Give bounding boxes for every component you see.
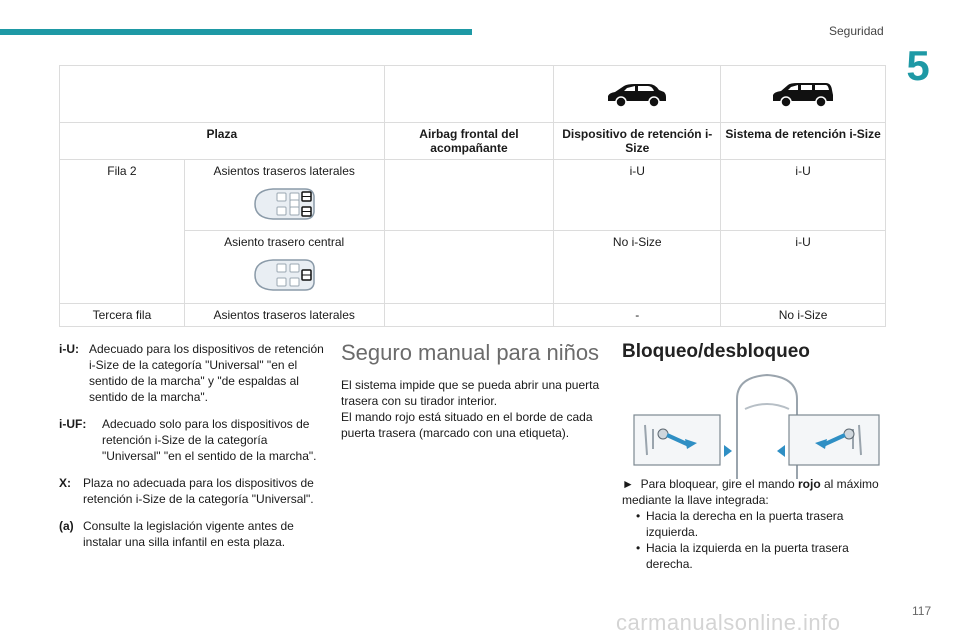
- bullet-arrow-icon: ►: [622, 477, 634, 491]
- definition-a: (a) Consulte la legislación vigente ante…: [59, 518, 329, 550]
- legend-definitions: i-U: Adecuado para los dispositivos de r…: [59, 341, 329, 561]
- lead-bold-word: rojo: [798, 477, 821, 491]
- child-lock-title: Seguro manual para niños: [341, 340, 600, 365]
- sist-cell-central: i-U: [720, 230, 886, 304]
- definition-x: X: Plaza no adecuada para los dispositiv…: [59, 475, 329, 507]
- header-sistema: Sistema de retención i-Size: [720, 122, 886, 160]
- definition-key: X:: [59, 476, 71, 490]
- suv-icon-cell: [553, 65, 722, 123]
- child-lock-text: El sistema impide que se pueda abrir una…: [341, 377, 606, 441]
- definition-text: Consulte la legislación vigente antes de…: [83, 519, 294, 549]
- airbag-cell-central: [383, 230, 555, 304]
- child-lock-section: Seguro manual para niños El sistema impi…: [341, 341, 606, 441]
- row-label-tercera: Tercera fila: [59, 303, 185, 327]
- definition-key: i-UF:: [59, 417, 87, 431]
- header-plaza: Plaza: [59, 122, 385, 160]
- header-accent-bar: [0, 29, 472, 35]
- watermark-text: carmanualsonline.info: [616, 610, 841, 635]
- sist-cell-tercera: No i-Size: [720, 303, 886, 327]
- child-lock-para1: El sistema impide que se pueda abrir una…: [341, 378, 600, 408]
- seat-label-lateral: Asientos traseros laterales: [213, 164, 355, 178]
- lead-text-2: al máximo mediante la llave integrada:: [622, 477, 879, 507]
- definition-key: (a): [59, 519, 74, 533]
- definition-key: i-U:: [59, 342, 79, 356]
- suv-car-icon: [608, 84, 667, 108]
- mpv-icon-cell: [720, 65, 886, 123]
- definition-text: Adecuado solo para los dispositivos de r…: [102, 417, 317, 463]
- sist-cell-lateral: i-U: [720, 159, 886, 231]
- seat-cell-lateral: Asientos traseros laterales: [183, 159, 385, 231]
- seat-label-tercera: Asientos traseros laterales: [183, 303, 385, 327]
- definition-iu: i-U: Adecuado para los dispositivos de r…: [59, 341, 329, 405]
- mpv-car-icon: [773, 83, 834, 108]
- lead-text-1: Para bloquear, gire el mando: [640, 477, 798, 491]
- lock-instruction-lead: ► Para bloquear, gire el mando rojo al m…: [622, 476, 887, 508]
- definition-text: Plaza no adecuada para los dispositivos …: [83, 476, 314, 506]
- list-item: Hacia la derecha en la puerta trasera iz…: [636, 508, 887, 540]
- page-number: 117: [912, 604, 932, 618]
- row-label-fila2: Fila 2: [59, 159, 185, 304]
- lock-unlock-title: Bloqueo/desbloqueo: [622, 341, 810, 362]
- airbag-cell-tercera: [383, 303, 555, 327]
- definition-iuf: i-UF: Adecuado solo para los dispositivo…: [59, 416, 329, 464]
- seat-label-central: Asiento trasero central: [224, 235, 345, 249]
- lock-unlock-section: Bloqueo/desbloqueo ► Para bloquear, gire…: [622, 341, 887, 571]
- lock-instructions: ► Para bloquear, gire el mando rojo al m…: [622, 476, 887, 572]
- child-lock-para2: El mando rojo está situado en el borde d…: [341, 410, 593, 440]
- disp-cell-lateral: i-U: [553, 159, 722, 231]
- section-title: Seguridad: [829, 24, 884, 38]
- airbag-cell-lateral: [383, 159, 555, 231]
- seat-map-central-icon: [254, 259, 315, 291]
- list-item: Hacia la izquierda en la puerta trasera …: [636, 540, 887, 572]
- lock-bullet-list: Hacia la derecha en la puerta trasera iz…: [622, 508, 887, 572]
- disp-cell-central: No i-Size: [553, 230, 722, 304]
- disp-cell-tercera: -: [553, 303, 722, 327]
- header-airbag: Airbag frontal del acompañante: [383, 122, 555, 160]
- seat-map-lateral-icon: [254, 188, 315, 220]
- lock-diagram-figure: [633, 373, 880, 479]
- chapter-number: 5: [906, 42, 930, 89]
- restraint-table: Plaza Airbag frontal del acompañante Dis…: [59, 65, 886, 327]
- definition-text: Adecuado para los dispositivos de retenc…: [89, 342, 324, 404]
- seat-cell-central: Asiento trasero central: [183, 230, 385, 304]
- header-dispositivo: Dispositivo de retención i-Size: [553, 122, 722, 160]
